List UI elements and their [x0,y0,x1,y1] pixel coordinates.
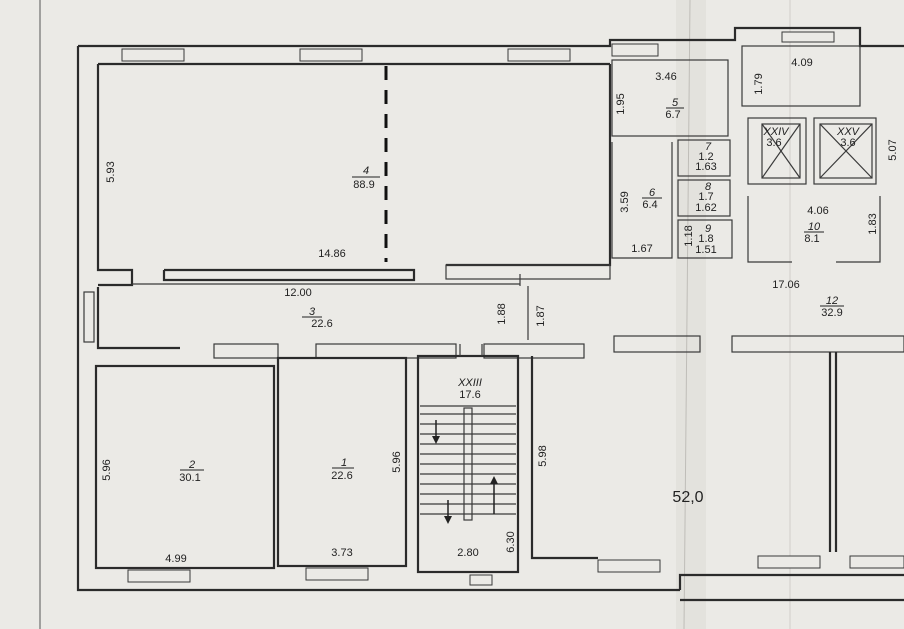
room-6-area: 6.4 [642,199,657,211]
room-9-sub: 1.8 [698,233,713,245]
arrow-down-1-head [432,436,440,444]
room-10-area: 8.1 [804,233,819,245]
room-12-area: 32.9 [821,307,842,319]
dim-1-87: 1.87 [535,305,547,326]
dim-4-06: 4.06 [807,205,828,217]
room-10-number: 10 [808,221,821,233]
dim-5-96-b: 5.96 [391,451,403,472]
arrow-down-2-head [444,516,452,524]
dim-2-80: 2.80 [457,547,478,559]
paper-fold-shadow [676,0,706,629]
room-large-area: 52,0 [672,489,703,506]
stair-XXIII [416,344,520,586]
arrow-up-head [490,476,498,484]
room-7-number: 7 [705,141,712,153]
dim-1-67: 1.67 [631,243,652,255]
paper-fold-line [683,0,691,629]
dim-1-88: 1.88 [496,303,508,324]
dim-5-07: 5.07 [887,139,899,160]
room-XXV-area: 3.6 [840,137,855,149]
room-6-number: 6 [649,187,656,199]
room-2-area: 30.1 [179,472,200,484]
dim-1-83: 1.83 [867,213,879,234]
dim-1-79: 1.79 [753,73,765,94]
room-2-number: 2 [188,459,195,471]
dim-12-00: 12.00 [284,287,312,299]
dim-4-99: 4.99 [165,553,186,565]
room-1-number: 1 [341,457,347,469]
room-XXIII-number: XXIII [457,377,482,389]
room-2 [94,364,276,583]
core-rooms [741,45,881,263]
room-XXV-number: XXV [836,126,861,138]
room-1 [276,356,408,581]
room-8-sub: 1.7 [698,191,713,203]
room-4-number: 4 [363,165,369,177]
dim-14-86: 14.86 [318,248,346,260]
room-5-area: 6.7 [665,109,680,121]
room-9-number: 9 [705,223,711,235]
room-8-number: 8 [705,181,712,193]
dim-5-98: 5.98 [537,445,549,466]
dim-5-93: 5.93 [105,161,117,182]
room-large-right [530,352,904,573]
room-XXIII-area: 17.6 [459,389,480,401]
dim-1-18: 1.18 [683,225,695,246]
service-rooms [611,59,733,259]
dim-3-73: 3.73 [331,547,352,559]
dim-1-95: 1.95 [615,93,627,114]
room-7-sub: 1.2 [698,151,713,163]
room-4-area: 88.9 [353,179,374,191]
room-9-area: 1.51 [695,244,716,256]
dim-3-59: 3.59 [619,191,631,212]
room-4 [96,64,612,287]
stair-steps [420,405,516,521]
dim-17-06: 17.06 [772,279,800,291]
dim-4-09: 4.09 [791,57,812,69]
room-12-number: 12 [826,295,838,307]
room-3-number: 3 [309,306,316,318]
room-7-area: 1.63 [695,161,716,173]
room-5-number: 5 [672,97,679,109]
windows-top [121,31,835,62]
dim-5-96-a: 5.96 [101,459,113,480]
room-3-area: 22.6 [311,318,332,330]
dim-3-46: 3.46 [655,71,676,83]
room-XXIV-number: XXIV [762,126,790,138]
room-1-area: 22.6 [331,470,352,482]
room-XXIV-area: 3.6 [766,137,781,149]
room-8-area: 1.62 [695,202,716,214]
outer-walls [76,26,904,602]
dim-6-30: 6.30 [505,531,517,552]
